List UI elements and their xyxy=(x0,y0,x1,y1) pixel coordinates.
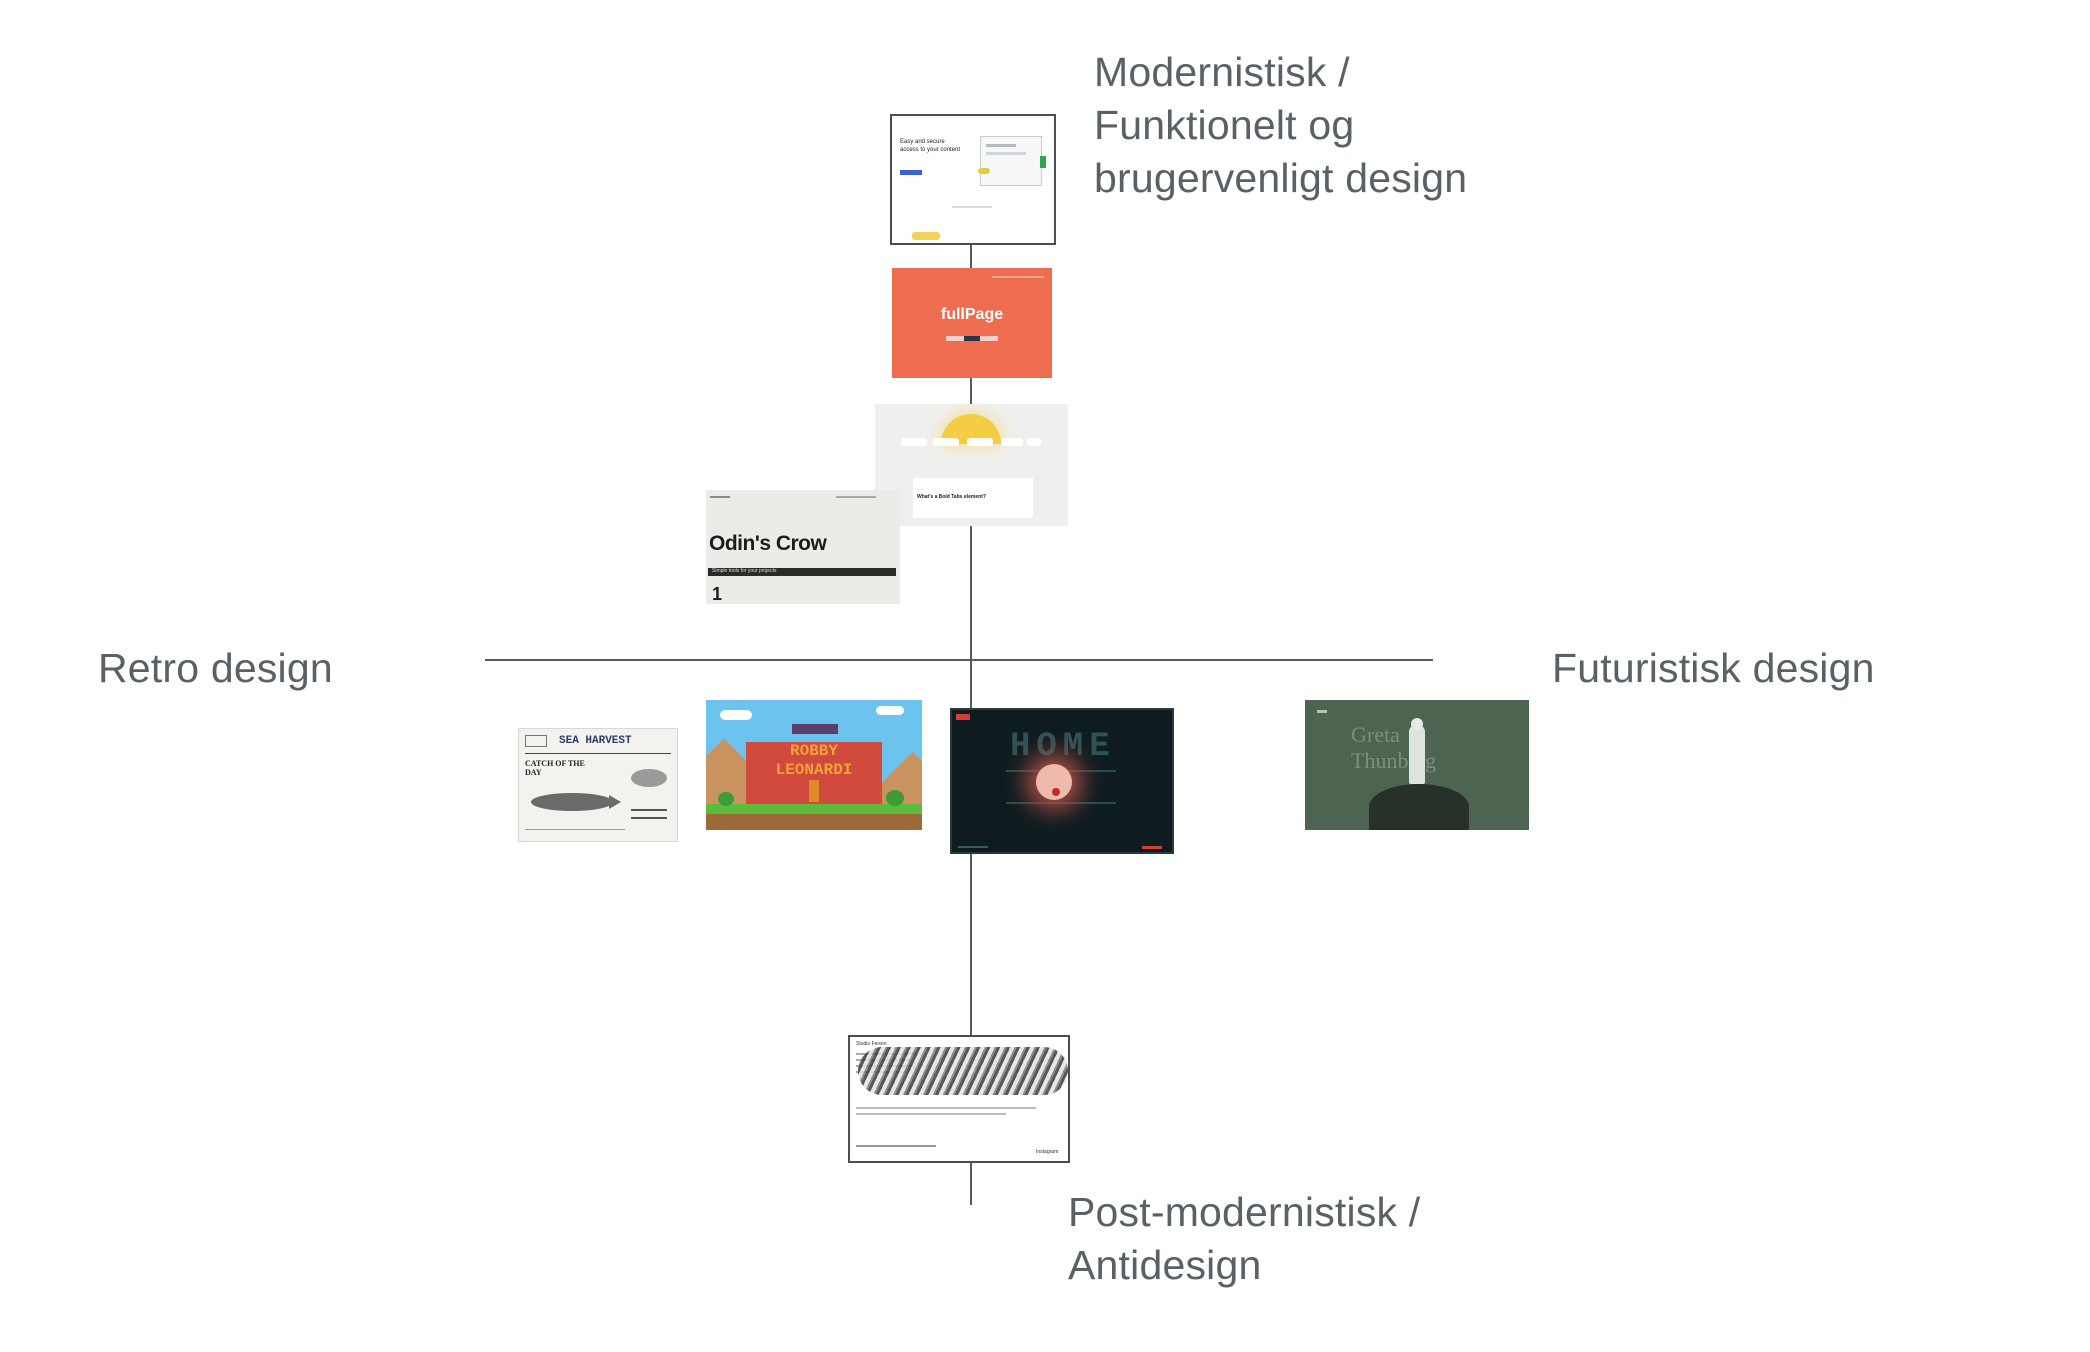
thumbnail-easy-access-headline: Easy and secure access to your content xyxy=(900,139,961,153)
thumbnail-fullpage: fullPage xyxy=(892,268,1052,378)
thumbnail-odins-crow: Odin's Crow Simple tools for your projec… xyxy=(706,490,900,604)
thumbnail-odins-crow-number: 1 xyxy=(712,584,723,604)
thumbnail-robby-leonardi-title: ROBBY LEONARDI xyxy=(775,742,853,779)
thumbnail-bold-tabs-caption: What's a Bold Tabs element? xyxy=(917,494,986,500)
thumbnail-dark-site-glyphs: HOME xyxy=(1010,728,1116,766)
fish-illustration xyxy=(531,793,613,811)
thumbnail-antidesign: Studio Feixen Instagram xyxy=(848,1035,1070,1163)
thumbnail-antidesign-heading: Studio Feixen xyxy=(856,1041,887,1047)
thumbnail-sea-harvest-headline: CATCH OF THE DAY xyxy=(525,759,585,777)
horizontal-axis xyxy=(485,659,1433,661)
thumbnail-sea-harvest-brand: SEA HARVEST xyxy=(559,735,632,747)
axis-label-bottom: Post-modernistisk / Antidesign xyxy=(1068,1189,1421,1288)
axis-label-right: Futuristisk design xyxy=(1552,645,1875,691)
thumbnail-dark-site: HOME xyxy=(950,708,1174,854)
figure-silhouette xyxy=(1409,724,1425,784)
axis-label-left: Retro design xyxy=(98,645,333,691)
axis-label-top: Modernistisk / Funktionelt og brugervenl… xyxy=(1094,49,1468,201)
thumbnail-greta: Greta Thunberg xyxy=(1305,700,1529,830)
thumbnail-robby-leonardi: ROBBY LEONARDI xyxy=(706,700,922,830)
thumbnail-bold-tabs: What's a Bold Tabs element? xyxy=(875,404,1068,526)
thumbnail-sea-harvest: SEA HARVEST CATCH OF THE DAY xyxy=(518,728,678,842)
thumbnail-fullpage-title: fullPage xyxy=(940,306,1004,323)
chrome-letters xyxy=(858,1047,1068,1095)
thumbnail-odins-crow-bar-text: Simple tools for your projects xyxy=(712,568,777,574)
thumbnail-easy-access: Easy and secure access to your content xyxy=(890,114,1056,245)
thumbnail-odins-crow-title: Odin's Crow xyxy=(709,532,827,555)
thumbnail-antidesign-footer: Instagram xyxy=(1036,1149,1059,1155)
